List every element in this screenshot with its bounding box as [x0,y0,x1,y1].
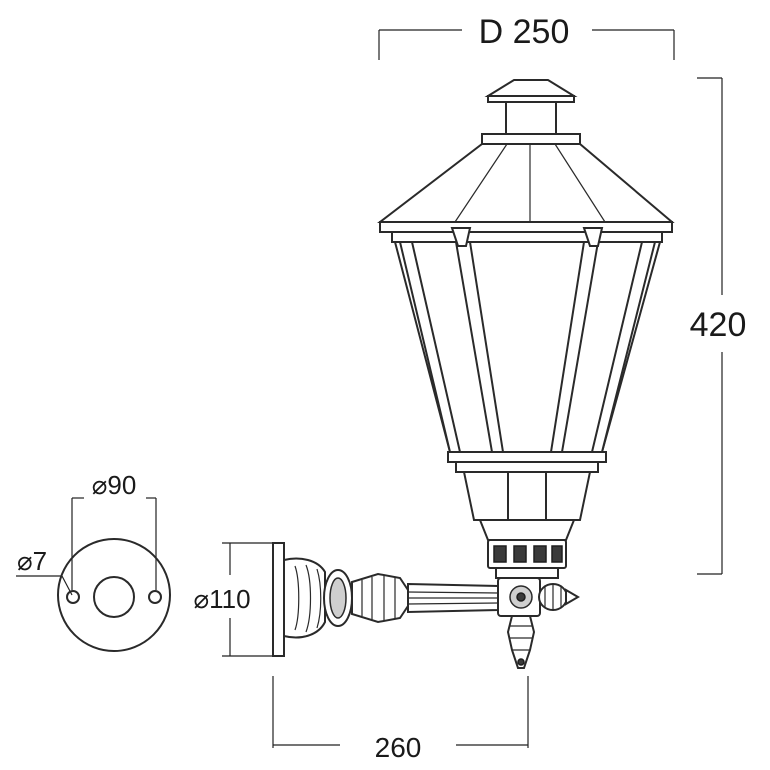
dimension-height: 420 [690,77,747,575]
hole-spacing-label: ⌀90 [92,470,137,500]
dimension-d250: D 250 [378,13,675,60]
lantern [377,79,675,579]
wall-bracket [272,542,580,669]
diameter-label: D 250 [479,13,570,51]
projection-label: 260 [375,732,422,763]
height-label: 420 [690,306,747,344]
mounting-plate-front-view [57,538,171,652]
hole-diameter-label: ⌀7 [17,546,47,576]
dimension-hole-spacing: ⌀90 [71,470,157,590]
dimension-plate: ⌀110 [193,542,275,657]
dimension-projection: 260 [272,676,529,763]
plate-diameter-label: ⌀110 [193,584,250,614]
